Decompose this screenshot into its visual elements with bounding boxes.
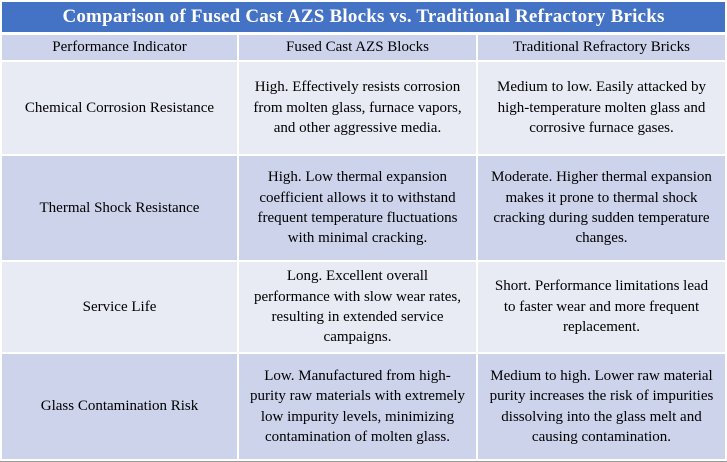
table-title: Comparison of Fused Cast AZS Blocks vs. … [62,6,665,27]
cell-traditional-glass-contamination: Medium to high. Lower raw material purit… [478,354,725,459]
column-header-traditional-refractory-bricks: Traditional Refractory Bricks [478,35,725,60]
cell-azs-service-life: Long. Excellent overall performance with… [239,262,476,352]
column-header-performance-indicator: Performance Indicator [2,35,237,60]
row-indicator-thermal-shock-resistance: Thermal Shock Resistance [2,156,237,260]
table-title-bar: Comparison of Fused Cast AZS Blocks vs. … [2,2,725,32]
cell-azs-chemical-corrosion: High. Effectively resists corrosion from… [239,62,476,154]
cell-azs-thermal-shock: High. Low thermal expansion coefficient … [239,156,476,260]
row-indicator-chemical-corrosion-resistance: Chemical Corrosion Resistance [2,62,237,154]
comparison-table: Performance Indicator Fused Cast AZS Blo… [2,35,725,459]
cell-traditional-chemical-corrosion: Medium to low. Easily attacked by high-t… [478,62,725,154]
cell-traditional-thermal-shock: Moderate. Higher thermal expansion makes… [478,156,725,260]
cell-azs-glass-contamination: Low. Manufactured from high-purity raw m… [239,354,476,459]
row-indicator-service-life: Service Life [2,262,237,352]
cell-traditional-service-life: Short. Performance limitations lead to f… [478,262,725,352]
column-header-fused-cast-azs-blocks: Fused Cast AZS Blocks [239,35,476,60]
row-indicator-glass-contamination-risk: Glass Contamination Risk [2,354,237,459]
